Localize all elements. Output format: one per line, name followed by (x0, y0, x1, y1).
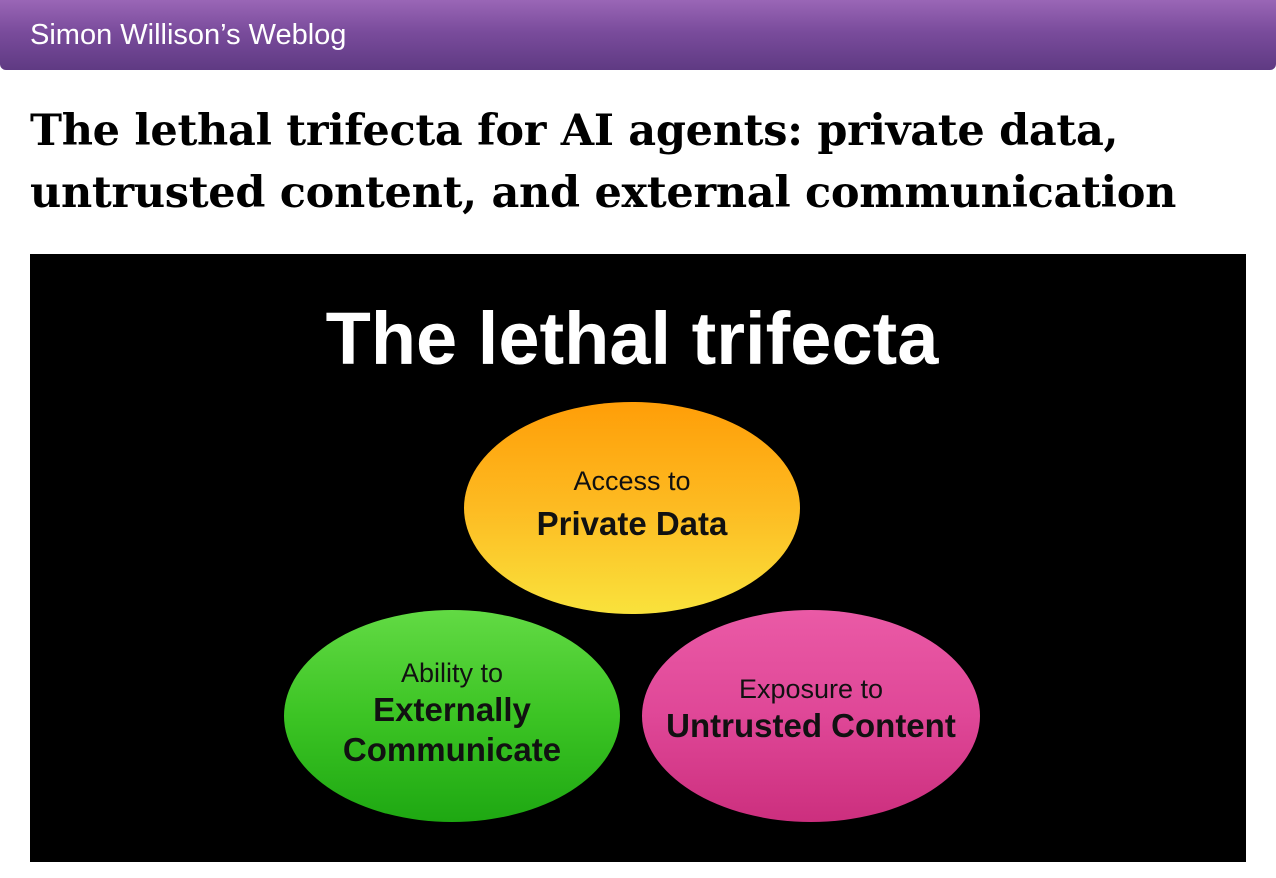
private-data-big-label: Private Data (536, 505, 728, 542)
untrusted-content-small-label: Exposure to (738, 674, 884, 704)
private-data-ellipse: Access to Private Data (464, 402, 800, 614)
site-header: Simon Willison’s Weblog (0, 0, 1276, 70)
post-title: The lethal trifecta for AI agents: priva… (30, 106, 1177, 218)
slide-title: The lethal trifecta (325, 297, 939, 380)
external-communication-small-label: Ability to (400, 658, 504, 688)
untrusted-content-ellipse: Exposure to Untrusted Content (642, 610, 980, 822)
external-communication-big-label-line1: Externally (373, 691, 531, 728)
site-title-link[interactable]: Simon Willison’s Weblog (30, 19, 347, 51)
external-communication-big-label-line2: Communicate (342, 731, 562, 768)
untrusted-content-big-label: Untrusted Content (666, 707, 956, 744)
trifecta-slide-image: The lethal trifecta Access to Private Da… (30, 254, 1246, 862)
external-communication-ellipse: Ability to Externally Communicate (284, 610, 620, 822)
private-data-small-label: Access to (573, 466, 691, 496)
